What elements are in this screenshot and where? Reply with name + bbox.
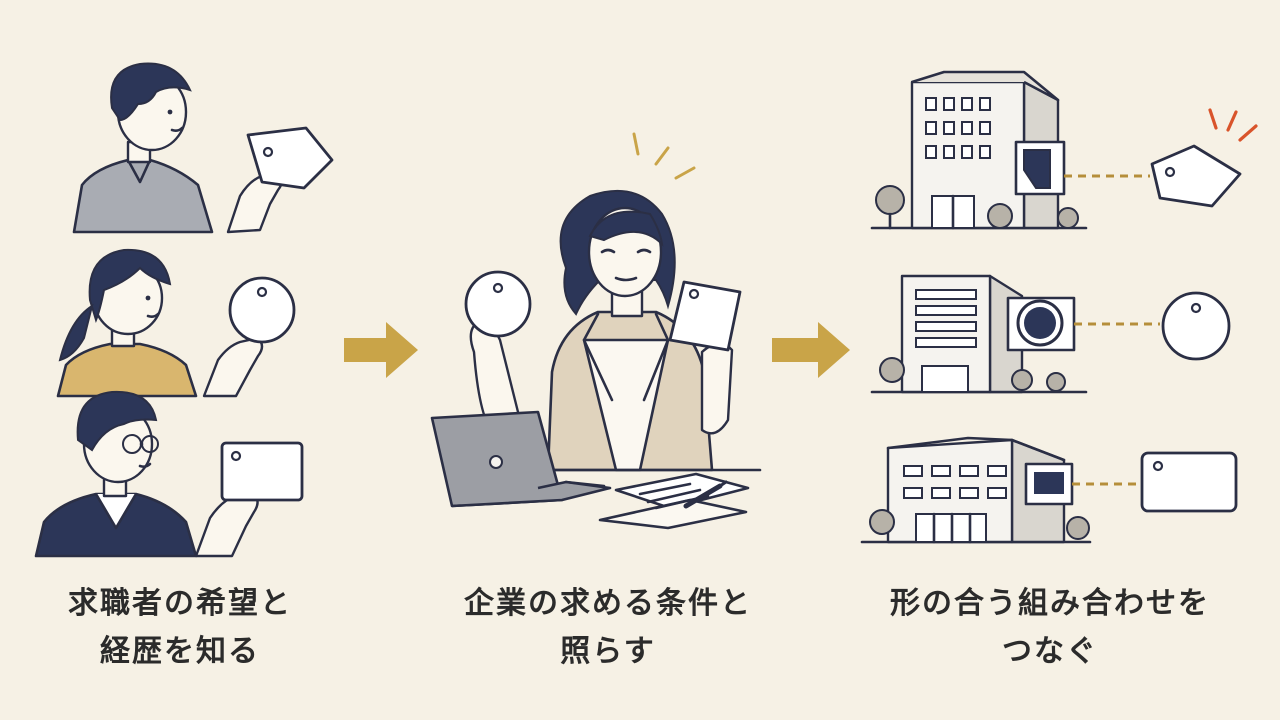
rect-card-icon bbox=[220, 441, 304, 502]
step-1-line-2: 経歴を知る bbox=[100, 634, 260, 669]
rect-card-icon bbox=[668, 280, 742, 352]
arrow-right-icon bbox=[344, 322, 418, 378]
document-pen-icon bbox=[598, 472, 750, 530]
consultant-icon bbox=[469, 132, 734, 472]
tag-icon bbox=[1150, 144, 1242, 208]
step-2-line-2: 照らす bbox=[560, 634, 656, 669]
circle-card-icon bbox=[464, 270, 532, 338]
rect-card-icon bbox=[1140, 451, 1238, 513]
step-3-caption: 形の合う組み合わせを つなぐ bbox=[870, 580, 1230, 676]
circle-card-icon bbox=[228, 276, 296, 344]
job-seeker-3 bbox=[34, 390, 259, 558]
step-2-line-1: 企業の求める条件と bbox=[464, 586, 752, 621]
building-3 bbox=[860, 436, 1092, 544]
building-1 bbox=[870, 70, 1088, 230]
step-1-line-1: 求職者の希望と bbox=[68, 586, 292, 621]
highlight-burst-icon bbox=[1208, 108, 1258, 142]
step-3-line-1: 形の合う組み合わせを bbox=[890, 586, 1210, 621]
step-2-caption: 企業の求める条件と 照らす bbox=[428, 580, 788, 676]
circle-card-icon bbox=[1161, 291, 1231, 361]
step-1-caption: 求職者の希望と 経歴を知る bbox=[0, 580, 360, 676]
laptop-icon bbox=[430, 410, 612, 508]
building-2 bbox=[870, 274, 1088, 394]
arrow-right-icon bbox=[772, 322, 850, 378]
step-3-line-2: つなぐ bbox=[1002, 634, 1098, 669]
tag-icon bbox=[246, 126, 334, 190]
job-seeker-1 bbox=[72, 62, 284, 234]
idea-burst-icon bbox=[632, 132, 696, 180]
window-grid bbox=[925, 97, 991, 159]
